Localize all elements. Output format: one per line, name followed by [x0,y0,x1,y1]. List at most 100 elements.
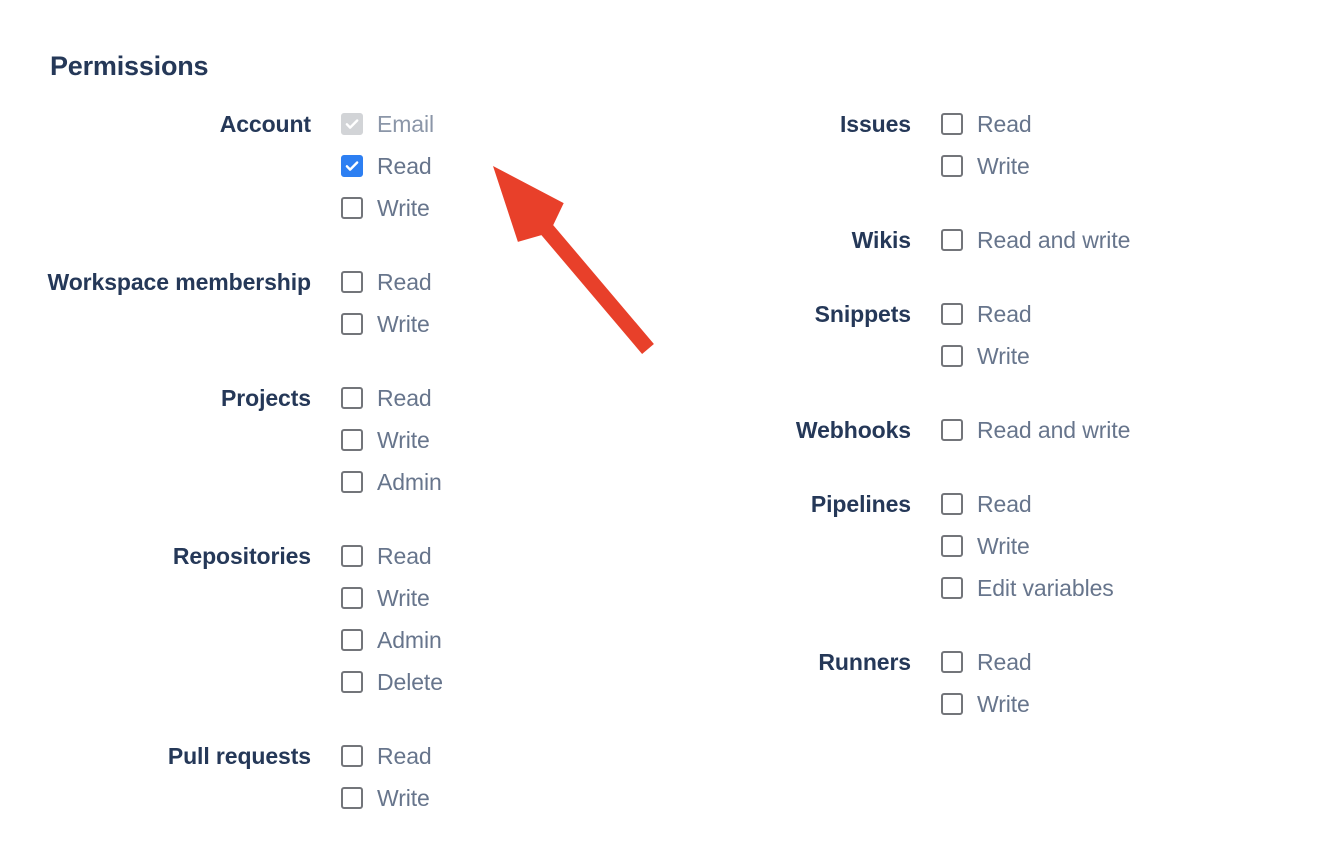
checkbox-read[interactable] [341,745,363,767]
permission-option-label[interactable]: Write [377,195,430,221]
checkbox-read[interactable] [941,493,963,515]
permission-option-list: Read and write [941,409,1270,451]
permission-option-label[interactable]: Write [977,343,1030,369]
permission-option-label[interactable]: Admin [377,469,442,495]
permission-option-label[interactable]: Read [977,111,1032,137]
permission-option-pull-requests-write[interactable]: Write [341,777,660,819]
permission-option-issues-write[interactable]: Write [941,145,1270,187]
checkbox-read[interactable] [941,113,963,135]
checkbox-read[interactable] [341,545,363,567]
checkbox-read[interactable] [341,387,363,409]
permission-option-snippets-write[interactable]: Write [941,335,1270,377]
checkbox-read[interactable] [941,303,963,325]
checkbox-read-and-write[interactable] [941,419,963,441]
checkbox-write[interactable] [941,535,963,557]
permission-option-label[interactable]: Write [977,153,1030,179]
permission-option-workspace-membership-write[interactable]: Write [341,303,660,345]
checkbox-read-and-write[interactable] [941,229,963,251]
permission-option-issues-read[interactable]: Read [941,103,1270,145]
permission-option-label[interactable]: Read [377,269,432,295]
permission-option-pipelines-read[interactable]: Read [941,483,1270,525]
permission-option-runners-read[interactable]: Read [941,641,1270,683]
checkbox-delete[interactable] [341,671,363,693]
permission-option-snippets-read[interactable]: Read [941,293,1270,335]
checkbox-write[interactable] [341,313,363,335]
checkbox-write[interactable] [941,155,963,177]
checkbox-write[interactable] [341,787,363,809]
checkbox-write[interactable] [341,429,363,451]
permission-option-repositories-delete[interactable]: Delete [341,661,660,703]
permission-group-webhooks: Webhooks Read and write [610,409,1270,451]
checkbox-write[interactable] [941,693,963,715]
permission-group-label: Repositories [172,543,311,569]
permission-option-label[interactable]: Delete [377,669,443,695]
permission-group-wikis: Wikis Read and write [610,219,1270,261]
checkmark-icon [343,157,361,175]
permission-option-account-read[interactable]: Read [341,145,660,187]
checkbox-admin[interactable] [341,471,363,493]
permission-option-label[interactable]: Write [377,785,430,811]
permission-option-webhooks-read-and-write[interactable]: Read and write [941,409,1270,451]
permission-option-label[interactable]: Read [377,153,432,179]
permission-option-account-email: Email [341,103,660,145]
permission-option-repositories-admin[interactable]: Admin [341,619,660,661]
permission-group-label: Pull requests [167,743,311,769]
permission-group-label: Webhooks [795,417,911,443]
permission-option-label[interactable]: Read [977,491,1032,517]
permission-option-label[interactable]: Write [377,585,430,611]
permission-option-repositories-write[interactable]: Write [341,577,660,619]
permission-option-workspace-membership-read[interactable]: Read [341,261,660,303]
permission-option-label[interactable]: Read [977,301,1032,327]
checkbox-read[interactable] [341,155,363,177]
permission-option-projects-read[interactable]: Read [341,377,660,419]
checkbox-read[interactable] [341,271,363,293]
permission-option-label[interactable]: Edit variables [977,575,1114,601]
checkbox-write[interactable] [341,587,363,609]
checkbox-admin[interactable] [341,629,363,651]
permission-option-pipelines-write[interactable]: Write [941,525,1270,567]
permission-group-label: Workspace membership [47,269,312,295]
permission-option-label[interactable]: Write [977,533,1030,559]
permission-option-repositories-read[interactable]: Read [341,535,660,577]
permission-option-label[interactable]: Read and write [977,417,1131,443]
permission-option-label[interactable]: Read [377,385,432,411]
permission-option-label[interactable]: Read and write [977,227,1131,253]
permission-option-label[interactable]: Admin [377,627,442,653]
permission-option-account-write[interactable]: Write [341,187,660,229]
page-title: Permissions [50,51,209,81]
permission-group-label: Runners [818,649,911,675]
permission-group-label: Wikis [851,227,911,253]
checkbox-write[interactable] [341,197,363,219]
permission-option-pipelines-edit-variables[interactable]: Edit variables [941,567,1270,609]
permission-option-projects-admin[interactable]: Admin [341,461,660,503]
checkbox-edit-variables[interactable] [941,577,963,599]
permission-option-label[interactable]: Read [377,743,432,769]
permission-option-wikis-read-and-write[interactable]: Read and write [941,219,1270,261]
checkbox-read[interactable] [941,651,963,673]
checkbox-email [341,113,363,135]
permission-option-pull-requests-read[interactable]: Read [341,735,660,777]
permission-option-label[interactable]: Write [377,311,430,337]
permission-option-label[interactable]: Read [377,543,432,569]
permission-option-label[interactable]: Write [377,427,430,453]
permission-option-runners-write[interactable]: Write [941,683,1270,725]
permission-option-label[interactable]: Read [977,649,1032,675]
permission-group-label: Issues [839,111,911,137]
permission-group-label: Projects [221,385,311,411]
permission-option-projects-write[interactable]: Write [341,419,660,461]
permission-option-label[interactable]: Write [977,691,1030,717]
checkbox-write[interactable] [941,345,963,367]
permission-group-label: Pipelines [810,491,911,517]
